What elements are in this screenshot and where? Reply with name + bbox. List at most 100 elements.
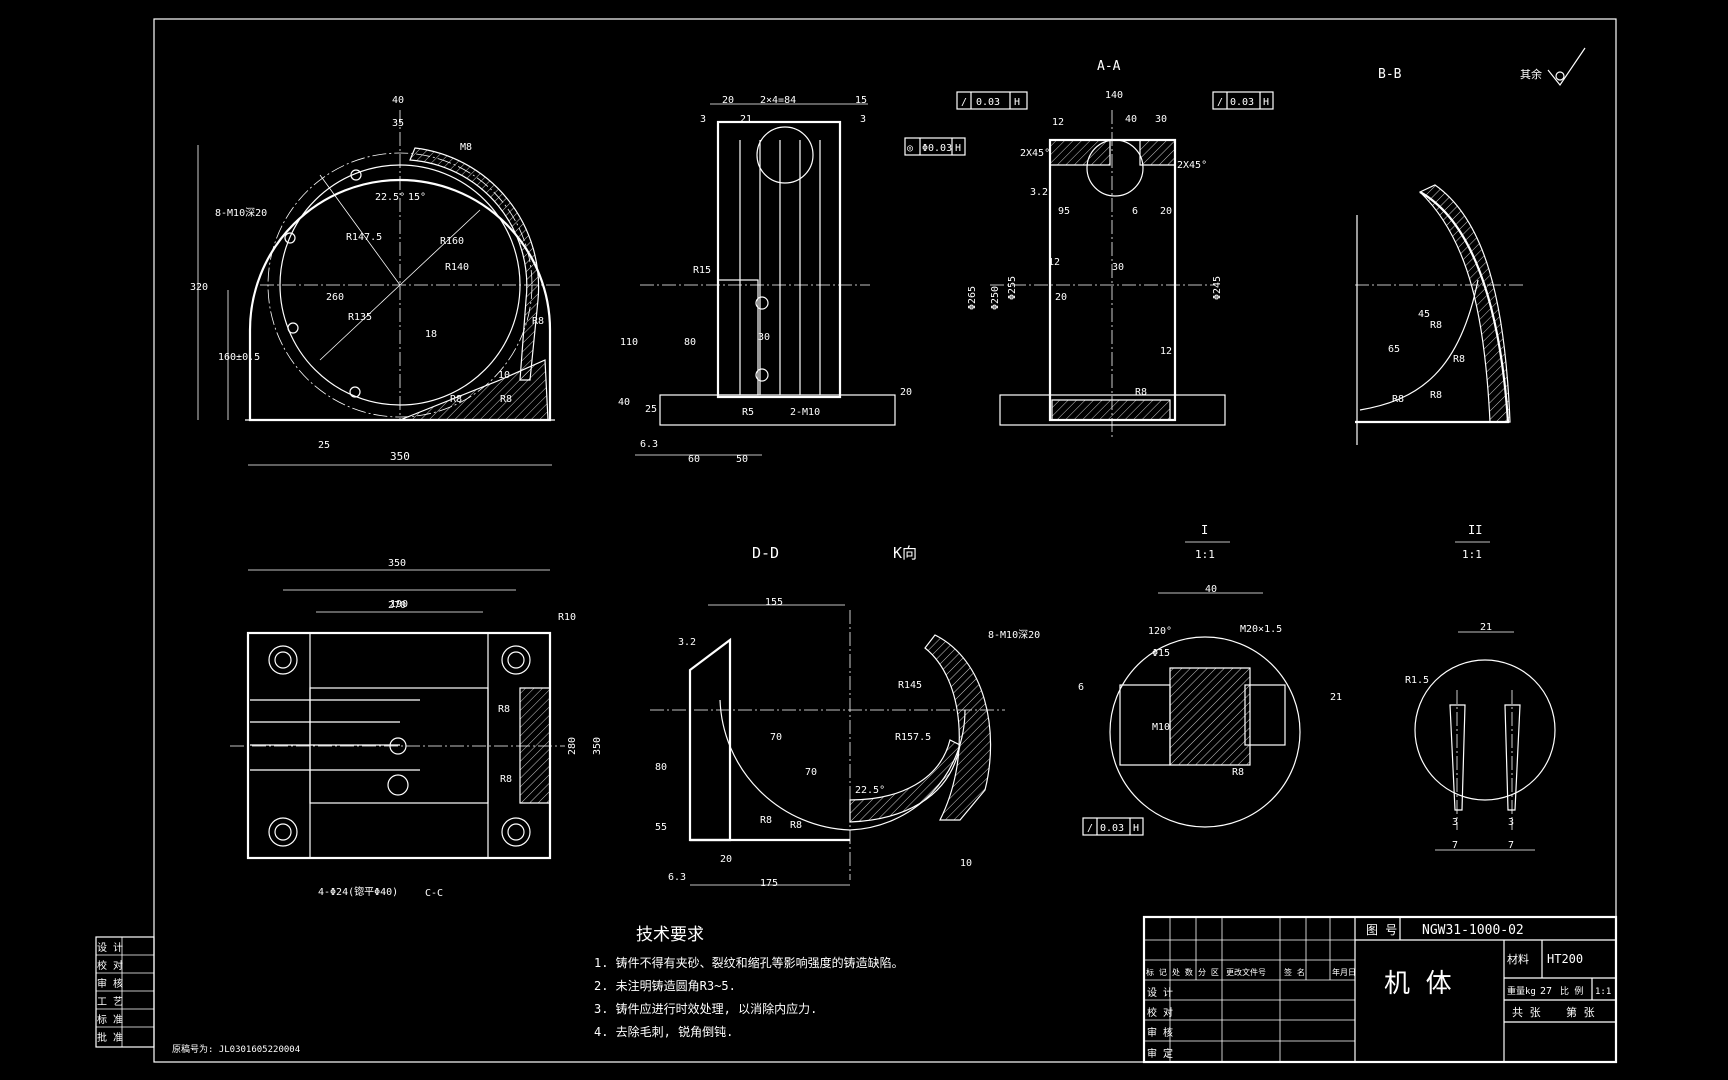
footer-code: 原稿号为: JL0301605220004 bbox=[172, 1043, 300, 1055]
aa-dim-3: 30 bbox=[1155, 114, 1167, 125]
aa-dim-4: 2X45° bbox=[1020, 148, 1050, 159]
front-dim-5: R147.5 bbox=[346, 232, 382, 243]
front-dim-2: M8 bbox=[460, 142, 472, 153]
detail-2-label: II bbox=[1468, 523, 1482, 537]
dd-dim-9: R8 bbox=[790, 820, 802, 831]
tol-1-ref: H bbox=[1014, 97, 1020, 108]
dd-dim-6: 55 bbox=[655, 822, 667, 833]
side-dim-3: 15 bbox=[855, 95, 867, 106]
side-dim-7: 110 bbox=[620, 337, 638, 348]
strip-2: 审 核 bbox=[97, 977, 123, 990]
bb-dim-5: R8 bbox=[1430, 320, 1442, 331]
aa-dim-9: 20 bbox=[1160, 206, 1172, 217]
tol-3-val: Φ0.03 bbox=[922, 143, 952, 154]
plan-dim-2: 190 bbox=[390, 599, 408, 610]
dd-holes-callout: 8-M10深20 bbox=[988, 629, 1040, 641]
drawing-no-label: 图 号 bbox=[1366, 923, 1397, 937]
section-dd-label: D-D bbox=[752, 544, 779, 562]
front-view: 40 35 M8 22.5° 15° R147.5 R160 R140 R135… bbox=[190, 95, 560, 466]
section-aa-view: A-A 140 12 40 30 2X45° 2X45° 3.2 95 6 20… bbox=[967, 59, 1226, 440]
strip-5: 批 准 bbox=[97, 1031, 123, 1044]
role-1: 校 对 bbox=[1147, 1006, 1173, 1019]
aa-dim-8: 6 bbox=[1132, 206, 1138, 217]
aa-dim-0: 140 bbox=[1105, 90, 1123, 101]
dd-dim-1: R145 bbox=[898, 680, 922, 691]
tech-req-item-1: 1. 铸件不得有夹砂、裂纹和缩孔等影响强度的铸造缺陷。 bbox=[594, 955, 904, 970]
dd-dim-5: 80 bbox=[655, 762, 667, 773]
side-dim-14: 60 bbox=[688, 454, 700, 465]
rev-header-1: 处 数 bbox=[1172, 967, 1193, 977]
d2-dim-2: 3 bbox=[1452, 817, 1458, 828]
dd-dim-14: 3.2 bbox=[678, 637, 696, 648]
side-dim-15: 50 bbox=[736, 454, 748, 465]
d2-dim-1: R1.5 bbox=[1405, 675, 1429, 686]
front-dim-13: R8 bbox=[532, 316, 544, 327]
front-dim-4: 15° bbox=[408, 192, 426, 203]
front-dim-16: R8 bbox=[450, 394, 462, 405]
side-dim-11: 25 bbox=[645, 404, 657, 415]
drawing-border bbox=[153, 18, 1617, 1063]
front-dim-3: 22.5° bbox=[375, 192, 405, 203]
d2-dim-5: 7 bbox=[1508, 840, 1514, 851]
front-dim-9: 260 bbox=[326, 292, 344, 303]
side-dim-6: R15 bbox=[693, 265, 711, 276]
d1-dim-5: 21 bbox=[1330, 692, 1342, 703]
plan-dim-0: 350 bbox=[388, 558, 406, 569]
side-tapped-callout: 2-M10 bbox=[790, 407, 820, 418]
front-holes-callout: 8-M10深20 bbox=[215, 207, 267, 219]
front-dim-17: 25 bbox=[318, 440, 330, 451]
bb-dim-3: R8 bbox=[1392, 394, 1404, 405]
tol-2-sym: / bbox=[1217, 97, 1223, 108]
section-cc-callout: C-C bbox=[425, 888, 443, 899]
role-0: 设 计 bbox=[1147, 986, 1173, 999]
front-dim-18: 350 bbox=[390, 450, 410, 463]
d1-dim-2: Φ15 bbox=[1152, 648, 1170, 659]
tol-4-ref: H bbox=[1133, 823, 1139, 834]
sheet-no: 第 张 bbox=[1566, 1005, 1595, 1019]
side-dim-5: 3 bbox=[860, 114, 866, 125]
tol-3-ref: H bbox=[955, 143, 961, 154]
side-dim-9: 30 bbox=[758, 332, 770, 343]
tol-4-sym: / bbox=[1087, 823, 1093, 834]
plan-dim-3: R10 bbox=[558, 612, 576, 623]
d2-dim-3: 3 bbox=[1508, 817, 1514, 828]
rev-header-5: 年月日 bbox=[1332, 967, 1356, 977]
plan-dim-5: R8 bbox=[500, 774, 512, 785]
dd-dim-3: 70 bbox=[770, 732, 782, 743]
material-value: HT200 bbox=[1547, 952, 1583, 966]
plan-dim-1: 270 bbox=[388, 600, 406, 611]
rev-header-2: 分 区 bbox=[1198, 968, 1219, 977]
scale-value: 1:1 bbox=[1595, 987, 1611, 997]
detail-thread-callout: M20×1.5 bbox=[1240, 624, 1282, 635]
d1-dim-4: M10 bbox=[1152, 722, 1170, 733]
tol-4-val: 0.03 bbox=[1100, 823, 1124, 834]
aa-dim-13: 12 bbox=[1160, 346, 1172, 357]
tolerance-frame-2: / 0.03 H bbox=[1212, 91, 1274, 110]
tol-1-val: 0.03 bbox=[976, 97, 1000, 108]
d2-dim-0: 21 bbox=[1480, 622, 1492, 633]
tolerance-frame-1: / 0.03 H bbox=[956, 91, 1028, 110]
drawing-no: NGW31-1000-02 bbox=[1422, 923, 1524, 938]
dd-dim-0: 155 bbox=[765, 597, 783, 608]
front-dim-1: 35 bbox=[392, 118, 404, 129]
section-dd-view: D-D K向 155 R145 R157.5 70 70 80 55 22.5°… bbox=[650, 544, 1040, 889]
front-dim-8: R135 bbox=[348, 312, 372, 323]
aa-dim-11: 30 bbox=[1112, 262, 1124, 273]
side-dim-10: 40 bbox=[618, 397, 630, 408]
roughness-rest-label: 其余 bbox=[1520, 67, 1542, 81]
tech-req-item-4: 4. 去除毛刺, 锐角倒钝. bbox=[594, 1024, 733, 1039]
strip-4: 标 准 bbox=[97, 1014, 123, 1026]
section-aa-label: A-A bbox=[1097, 59, 1121, 74]
side-dim-13: 6.3 bbox=[640, 439, 658, 450]
rev-header-4: 签 名 bbox=[1284, 967, 1305, 977]
tech-req-title: 技术要求 bbox=[636, 925, 704, 945]
aa-dim-1: 12 bbox=[1052, 117, 1064, 128]
plan-dim-6: 280 bbox=[567, 737, 578, 755]
dd-dim-2: R157.5 bbox=[895, 732, 931, 743]
front-dim-6: R160 bbox=[440, 236, 464, 247]
sheet-total: 共 张 bbox=[1512, 1006, 1541, 1019]
detail-2-scale: 1:1 bbox=[1462, 548, 1482, 561]
scale-label: 比 例 bbox=[1560, 985, 1583, 997]
role-3: 审 定 bbox=[1147, 1047, 1173, 1060]
